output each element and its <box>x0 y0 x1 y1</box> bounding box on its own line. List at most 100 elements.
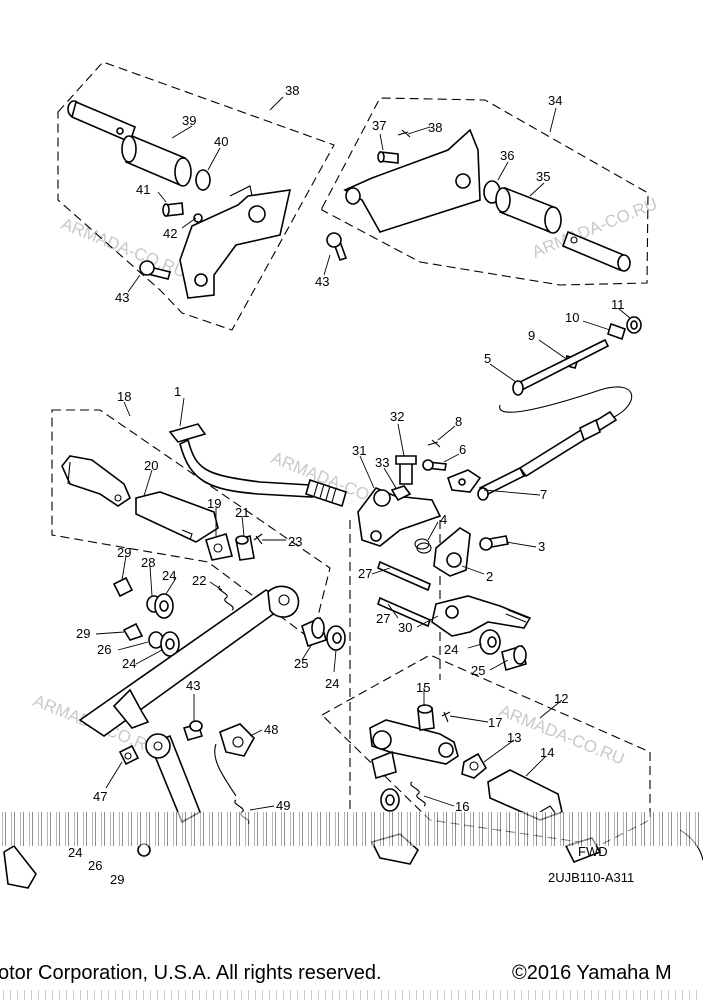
shift-pedal-1 <box>168 423 347 508</box>
spring-22 <box>218 585 234 611</box>
nut-29-top <box>112 576 134 598</box>
bolt-6 <box>422 459 447 471</box>
callout-9: 9 <box>528 328 535 343</box>
callout-48: 48 <box>264 722 278 737</box>
bushing-24-a <box>154 593 174 619</box>
callout-28: 28 <box>141 555 155 570</box>
copyright-footer: otor Corporation, U.S.A. All rights rese… <box>0 962 703 988</box>
callout-44-right: 43 <box>315 274 329 289</box>
callout-24-b: 24 <box>122 656 136 671</box>
callout-43: 42 <box>163 226 177 241</box>
callout-42: 41 <box>136 182 150 197</box>
callout-12: 12 <box>554 691 568 706</box>
callout-15: 15 <box>416 680 430 695</box>
cotter-23 <box>253 533 263 545</box>
bracket-12 <box>369 719 459 780</box>
callout-35: 35 <box>536 169 550 184</box>
sidestand-bracket <box>112 688 150 729</box>
cable-end-5 <box>518 410 618 478</box>
callout-21: 21 <box>235 505 249 520</box>
pin-21 <box>235 534 255 561</box>
pedal-shaft-1 <box>305 478 347 508</box>
cable-5 <box>499 386 633 419</box>
nut-29-mid <box>122 622 144 641</box>
callout-31: 31 <box>352 443 366 458</box>
footrest-group-39 <box>67 100 292 299</box>
bolt-46 <box>182 720 204 741</box>
bolt-32 <box>395 455 417 485</box>
sleeve-35 <box>495 186 562 234</box>
bushing-24-left <box>326 625 346 651</box>
washer-41 <box>195 169 211 191</box>
shift-rod-group <box>422 316 642 501</box>
callout-6: 6 <box>459 442 466 457</box>
callout-24-a: 24 <box>162 568 176 583</box>
callout-46: 43 <box>186 678 200 693</box>
spring-16 <box>410 781 426 807</box>
callout-23: 23 <box>288 534 302 549</box>
shift-lever-group <box>357 455 532 672</box>
callout-26: 26 <box>97 642 111 657</box>
callout-33: 33 <box>375 455 389 470</box>
callout-25-center: 25 <box>471 663 485 678</box>
copyright-right: ©2016 Yamaha M <box>512 962 672 984</box>
callout-7: 7 <box>540 487 547 502</box>
scan-noise-band <box>0 812 703 846</box>
callout-25-left: 25 <box>294 656 308 671</box>
bolt-44-left <box>139 260 171 280</box>
bolt-42 <box>162 202 184 217</box>
callout-24-bottom: 24 <box>68 845 82 860</box>
spring-4 <box>414 538 432 554</box>
bolt-44-right <box>326 232 348 262</box>
callout-13: 13 <box>507 730 521 745</box>
cap-11 <box>626 316 642 334</box>
callout-30: 30 <box>398 620 412 635</box>
sidestand-group <box>3 688 255 889</box>
nut-33 <box>390 485 412 502</box>
callout-36: 36 <box>500 148 514 163</box>
callout-8: 8 <box>455 414 462 429</box>
figure-code: 2UJB110-A311 <box>548 870 635 885</box>
callout-14: 14 <box>540 745 554 760</box>
callout-47: 47 <box>93 789 107 804</box>
callout-16: 16 <box>455 799 469 814</box>
callout-37: 37 <box>372 118 386 133</box>
callout-40: 39 <box>182 113 196 128</box>
footrest-group-34 <box>326 128 631 272</box>
callout-2: 2 <box>486 569 493 584</box>
arm-2 <box>433 527 471 577</box>
rod-27-a <box>377 560 431 592</box>
pad-20 <box>135 491 219 543</box>
callout-labels: 38 39 40 41 42 43 34 37 38 36 35 43 11 1… <box>68 83 625 887</box>
bracket-34 <box>343 128 481 233</box>
callout-27-b: 27 <box>376 611 390 626</box>
pivot-19 <box>205 532 233 561</box>
callout-34: 34 <box>548 93 562 108</box>
scan-noise-bottom <box>0 990 703 1000</box>
pedal-lower-left <box>3 844 37 889</box>
callout-29-mid: 29 <box>76 626 90 641</box>
watermarks: ARMADA-CO.RU ARMADA-CO.RU ARMADA-CO.RU A… <box>31 194 660 768</box>
callout-41: 40 <box>214 134 228 149</box>
callout-3: 3 <box>538 539 545 554</box>
callout-49: 49 <box>276 798 290 813</box>
callout-39: 38 <box>285 83 299 98</box>
fwd-label: FWD <box>578 844 608 859</box>
bracket-39 <box>179 185 292 299</box>
callout-4: 4 <box>440 512 447 527</box>
callout-32: 32 <box>390 409 404 424</box>
bolt-3 <box>479 535 509 551</box>
footrest-group-18 <box>61 455 346 737</box>
cotter-17 <box>441 711 451 723</box>
bushing-24-b <box>160 631 180 657</box>
pin-15 <box>417 704 435 731</box>
callout-26-bottom: 26 <box>88 858 102 873</box>
callout-17: 17 <box>488 715 502 730</box>
pin-35 <box>561 230 631 272</box>
callout-29-top: 29 <box>117 545 131 560</box>
cotter-8 <box>427 439 441 448</box>
pin-37 <box>377 151 399 164</box>
sidestand-bar <box>145 733 202 824</box>
callout-38: 38 <box>428 120 442 135</box>
